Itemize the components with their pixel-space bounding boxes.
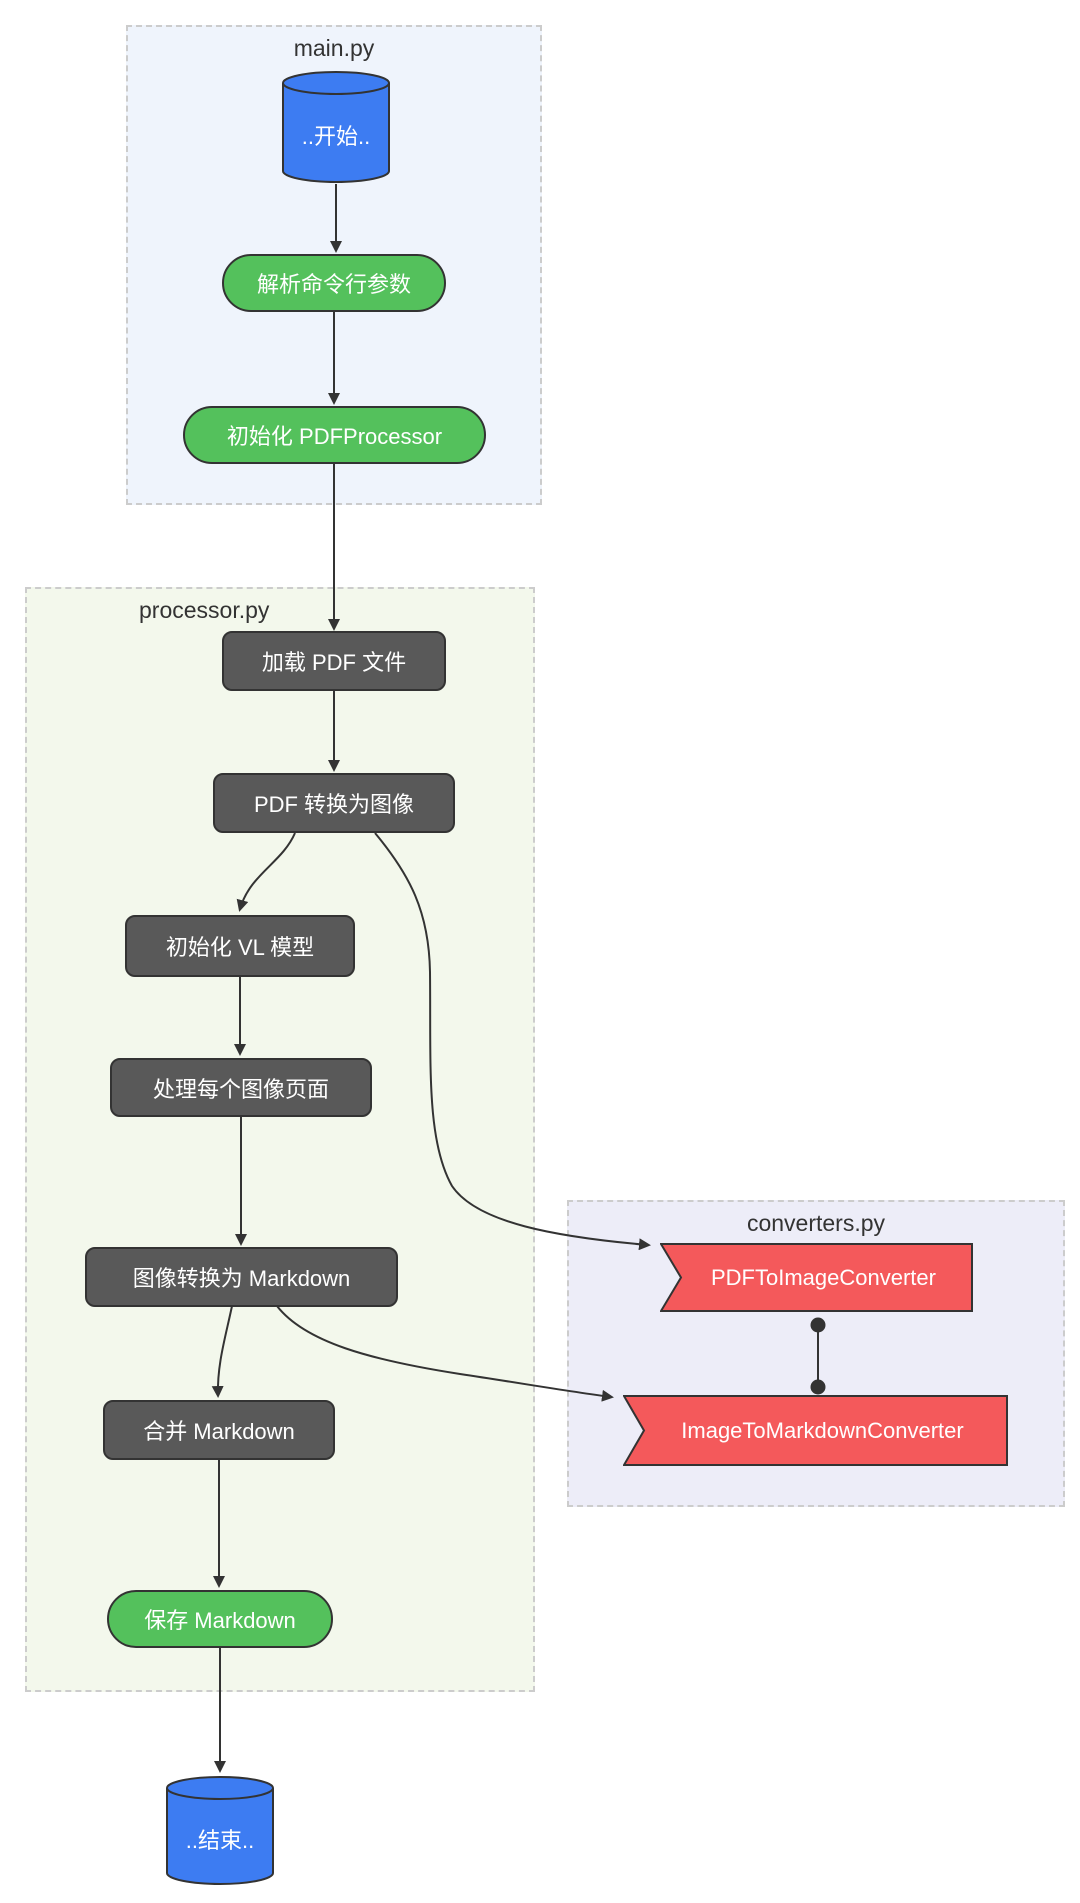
subgraph-main-py-label: main.py: [293, 35, 375, 61]
node-label: 处理每个图像页面: [152, 1076, 329, 1102]
node-label: 合并 Markdown: [143, 1419, 295, 1444]
node-label: ImageToMarkdownConverter: [681, 1417, 964, 1443]
node-pdftoimageconverter: PDFToImageConverter: [660, 1243, 973, 1312]
node-load-pdf: 加载 PDF 文件: [222, 631, 446, 691]
node-end: ..结束..: [165, 1775, 275, 1886]
node-label: 图像转换为 Markdown: [132, 1266, 351, 1291]
node-label: PDF 转换为图像: [253, 792, 415, 817]
node-init-vl-model: 初始化 VL 模型: [125, 915, 355, 977]
node-label: 保存 Markdown: [144, 1608, 296, 1633]
node-merge-markdown: 合并 Markdown: [103, 1400, 335, 1460]
subgraph-processor-py: processor.py: [25, 587, 535, 1692]
node-label: ..结束..: [185, 1827, 255, 1853]
node-image-to-markdown: 图像转换为 Markdown: [85, 1247, 398, 1307]
node-label: 初始化 VL 模型: [165, 935, 315, 960]
node-save-markdown: 保存 Markdown: [107, 1590, 333, 1648]
node-label: PDFToImageConverter: [711, 1264, 936, 1290]
cylinder-shape: [166, 1776, 274, 1885]
node-process-pages: 处理每个图像页面: [110, 1058, 372, 1117]
node-parse-args: 解析命令行参数: [222, 254, 446, 312]
node-label: 加载 PDF 文件: [261, 650, 407, 675]
node-label: ..开始..: [301, 124, 371, 149]
node-start: ..开始..: [281, 70, 391, 184]
subgraph-processor-py-label: processor.py: [139, 597, 270, 623]
node-label: 解析命令行参数: [256, 272, 411, 297]
flag-shape: [660, 1243, 973, 1312]
cylinder-shape: [282, 71, 390, 183]
node-imagetomarkdownconverter: ImageToMarkdownConverter: [623, 1395, 1008, 1466]
flag-shape: [623, 1395, 1008, 1466]
node-init-pdfprocessor: 初始化 PDFProcessor: [183, 406, 486, 464]
node-label: 初始化 PDFProcessor: [226, 424, 443, 449]
subgraph-converters-py-label: converters.py: [746, 1210, 886, 1236]
node-pdf-to-image: PDF 转换为图像: [213, 773, 455, 833]
